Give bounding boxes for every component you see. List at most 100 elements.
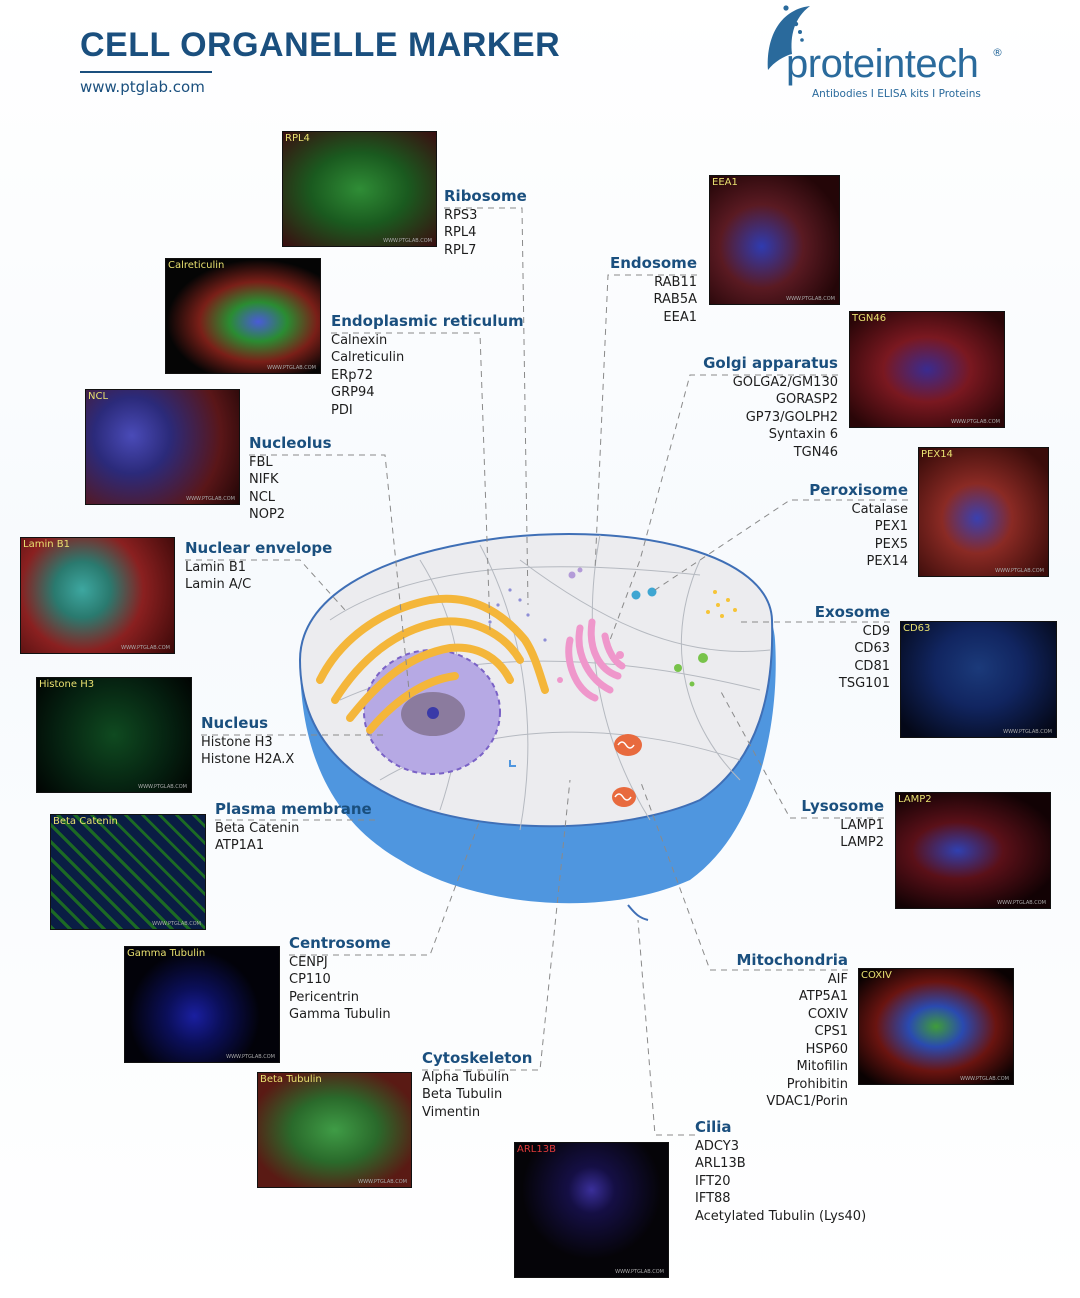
marker-alpha-tubulin: Alpha Tubulin — [422, 1069, 510, 1085]
image-calreticulin: Calreticulin WWW.PTGLAB.COM — [165, 258, 321, 374]
label-cilia: Cilia ADCY3 ARL13B IFT20 IFT88 Acetylate… — [695, 1118, 867, 1225]
marker-lamp1: LAMP1 — [840, 817, 884, 833]
image-label-eea1: EEA1 — [712, 177, 738, 188]
marker-syntaxin6: Syntaxin 6 — [768, 427, 838, 442]
image-arl13b: ARL13B WWW.PTGLAB.COM — [514, 1142, 669, 1278]
golgi-shape — [565, 618, 626, 702]
mitochondria-title: Mitochondria — [736, 951, 849, 969]
label-ribosome: Ribosome RPS3 RPL4 RPL7 — [444, 187, 527, 259]
image-label-beta-catenin: Beta Catenin — [53, 816, 118, 827]
er-shape — [316, 594, 549, 734]
marker-histone-h3: Histone H3 — [201, 734, 273, 750]
title-underline — [80, 71, 212, 73]
nuclear-envelope-title: Nuclear envelope — [185, 539, 333, 557]
marker-grp94: GRP94 — [331, 385, 375, 400]
marker-rps3: RPS3 — [444, 207, 478, 223]
brand-name: proteintech — [786, 42, 979, 86]
marker-cd81: CD81 — [854, 658, 890, 674]
cilia-title: Cilia — [695, 1118, 732, 1136]
nucleus-title: Nucleus — [201, 714, 269, 732]
marker-pericentrin: Pericentrin — [289, 989, 360, 1005]
marker-beta-catenin: Beta Catenin — [215, 820, 300, 836]
marker-cp110: CP110 — [289, 972, 331, 987]
poster-title: CELL ORGANELLE MARKER — [80, 26, 561, 64]
marker-cenpj: CENPJ — [289, 954, 328, 970]
label-peroxisome: Peroxisome Catalase PEX1 PEX5 PEX14 — [809, 481, 908, 571]
image-lamin-b1: Lamin B1 WWW.PTGLAB.COM — [20, 537, 175, 654]
image-histone-h3: Histone H3 WWW.PTGLAB.COM — [36, 677, 192, 793]
marker-cd9: CD9 — [862, 623, 890, 639]
image-beta-catenin: Beta Catenin WWW.PTGLAB.COM — [50, 814, 206, 930]
marker-prohibitin: Prohibitin — [786, 1076, 848, 1092]
golgi-title: Golgi apparatus — [703, 354, 838, 372]
exosome-title: Exosome — [814, 603, 890, 621]
marker-pex14: PEX14 — [866, 554, 908, 569]
brand-registered-mark: ® — [992, 46, 1003, 59]
image-label-pex14: PEX14 — [921, 449, 953, 460]
ribosome-title: Ribosome — [444, 187, 527, 205]
label-endosome: Endosome RAB11 RAB5A EEA1 — [609, 254, 697, 326]
image-rpl4: RPL4 WWW.PTGLAB.COM — [282, 131, 437, 247]
image-label-gamma-tubulin: Gamma Tubulin — [127, 948, 206, 959]
label-plasma-membrane: Plasma membrane Beta Catenin ATP1A1 — [215, 800, 372, 855]
centrosome-title: Centrosome — [289, 934, 391, 952]
image-label-tgn46: TGN46 — [852, 313, 887, 324]
marker-vimentin: Vimentin — [422, 1104, 481, 1120]
marker-histone-h2ax: Histone H2A.X — [201, 752, 295, 767]
image-beta-tubulin: Beta Tubulin WWW.PTGLAB.COM — [257, 1072, 412, 1188]
label-nuclear-envelope: Nuclear envelope Lamin B1 Lamin A/C — [185, 539, 333, 594]
label-nucleolus: Nucleolus FBL NIFK NCL NOP2 — [249, 434, 332, 524]
marker-eea1: EEA1 — [663, 309, 697, 325]
image-ncl: NCL WWW.PTGLAB.COM — [85, 389, 240, 505]
marker-cps1: CPS1 — [814, 1024, 848, 1039]
marker-gamma-tubulin: Gamma Tubulin — [289, 1007, 391, 1022]
marker-mitofilin: Mitofilin — [796, 1059, 848, 1074]
image-label-rpl4: RPL4 — [285, 133, 310, 144]
endosome-title: Endosome — [609, 254, 697, 272]
plasma-membrane-title: Plasma membrane — [215, 800, 372, 818]
image-label-cd63: CD63 — [903, 623, 931, 634]
marker-rpl7: RPL7 — [444, 242, 477, 258]
marker-acetylated-tubulin: Acetylated Tubulin (Lys40) — [695, 1208, 867, 1224]
marker-gp73: GP73/GOLPH2 — [745, 409, 838, 425]
marker-nifk: NIFK — [249, 472, 279, 487]
lysosome-title: Lysosome — [801, 797, 884, 815]
image-eea1: EEA1 WWW.PTGLAB.COM — [709, 175, 840, 305]
image-cd63: CD63 WWW.PTGLAB.COM — [900, 621, 1057, 738]
image-tgn46: TGN46 WWW.PTGLAB.COM — [849, 311, 1005, 428]
marker-pex1: PEX1 — [874, 519, 908, 534]
label-cytoskeleton: Cytoskeleton Alpha Tubulin Beta Tubulin … — [422, 1049, 532, 1121]
website-url: www.ptglab.com — [80, 78, 205, 96]
image-gamma-tubulin: Gamma Tubulin WWW.PTGLAB.COM — [124, 946, 280, 1063]
marker-golga2: GOLGA2/GM130 — [732, 374, 838, 390]
image-label-beta-tubulin: Beta Tubulin — [260, 1074, 322, 1085]
marker-fbl: FBL — [249, 454, 273, 470]
label-golgi-apparatus: Golgi apparatus GOLGA2/GM130 GORASP2 GP7… — [703, 354, 838, 461]
er-title: Endoplasmic reticulum — [331, 312, 524, 330]
label-nucleus: Nucleus Histone H3 Histone H2A.X — [201, 714, 295, 769]
proteintech-logo-icon — [767, 5, 810, 70]
marker-calnexin: Calnexin — [331, 332, 388, 348]
image-label-ncl: NCL — [88, 391, 109, 402]
label-lysosome: Lysosome LAMP1 LAMP2 — [801, 797, 884, 852]
image-coxiv: COXIV WWW.PTGLAB.COM — [858, 968, 1014, 1085]
marker-rab5a: RAB5A — [653, 292, 697, 307]
marker-erp72: ERp72 — [331, 367, 374, 383]
marker-ncl: NCL — [249, 489, 276, 505]
image-label-lamin-b1: Lamin B1 — [23, 539, 70, 550]
marker-rab11: RAB11 — [654, 274, 697, 290]
marker-beta-tubulin: Beta Tubulin — [422, 1087, 503, 1102]
mitochondria-shape — [612, 734, 642, 807]
marker-pex5: PEX5 — [874, 536, 908, 552]
label-exosome: Exosome CD9 CD63 CD81 TSG101 — [814, 603, 890, 693]
image-label-calreticulin: Calreticulin — [168, 260, 225, 271]
marker-lamin-b1: Lamin B1 — [185, 559, 247, 575]
marker-adcy3: ADCY3 — [695, 1138, 739, 1154]
marker-tsg101: TSG101 — [838, 676, 890, 691]
marker-ift88: IFT88 — [695, 1191, 731, 1206]
peroxisome-title: Peroxisome — [809, 481, 908, 499]
marker-rpl4: RPL4 — [444, 225, 477, 240]
marker-catalase: Catalase — [851, 501, 908, 517]
marker-lamp2: LAMP2 — [840, 835, 884, 850]
